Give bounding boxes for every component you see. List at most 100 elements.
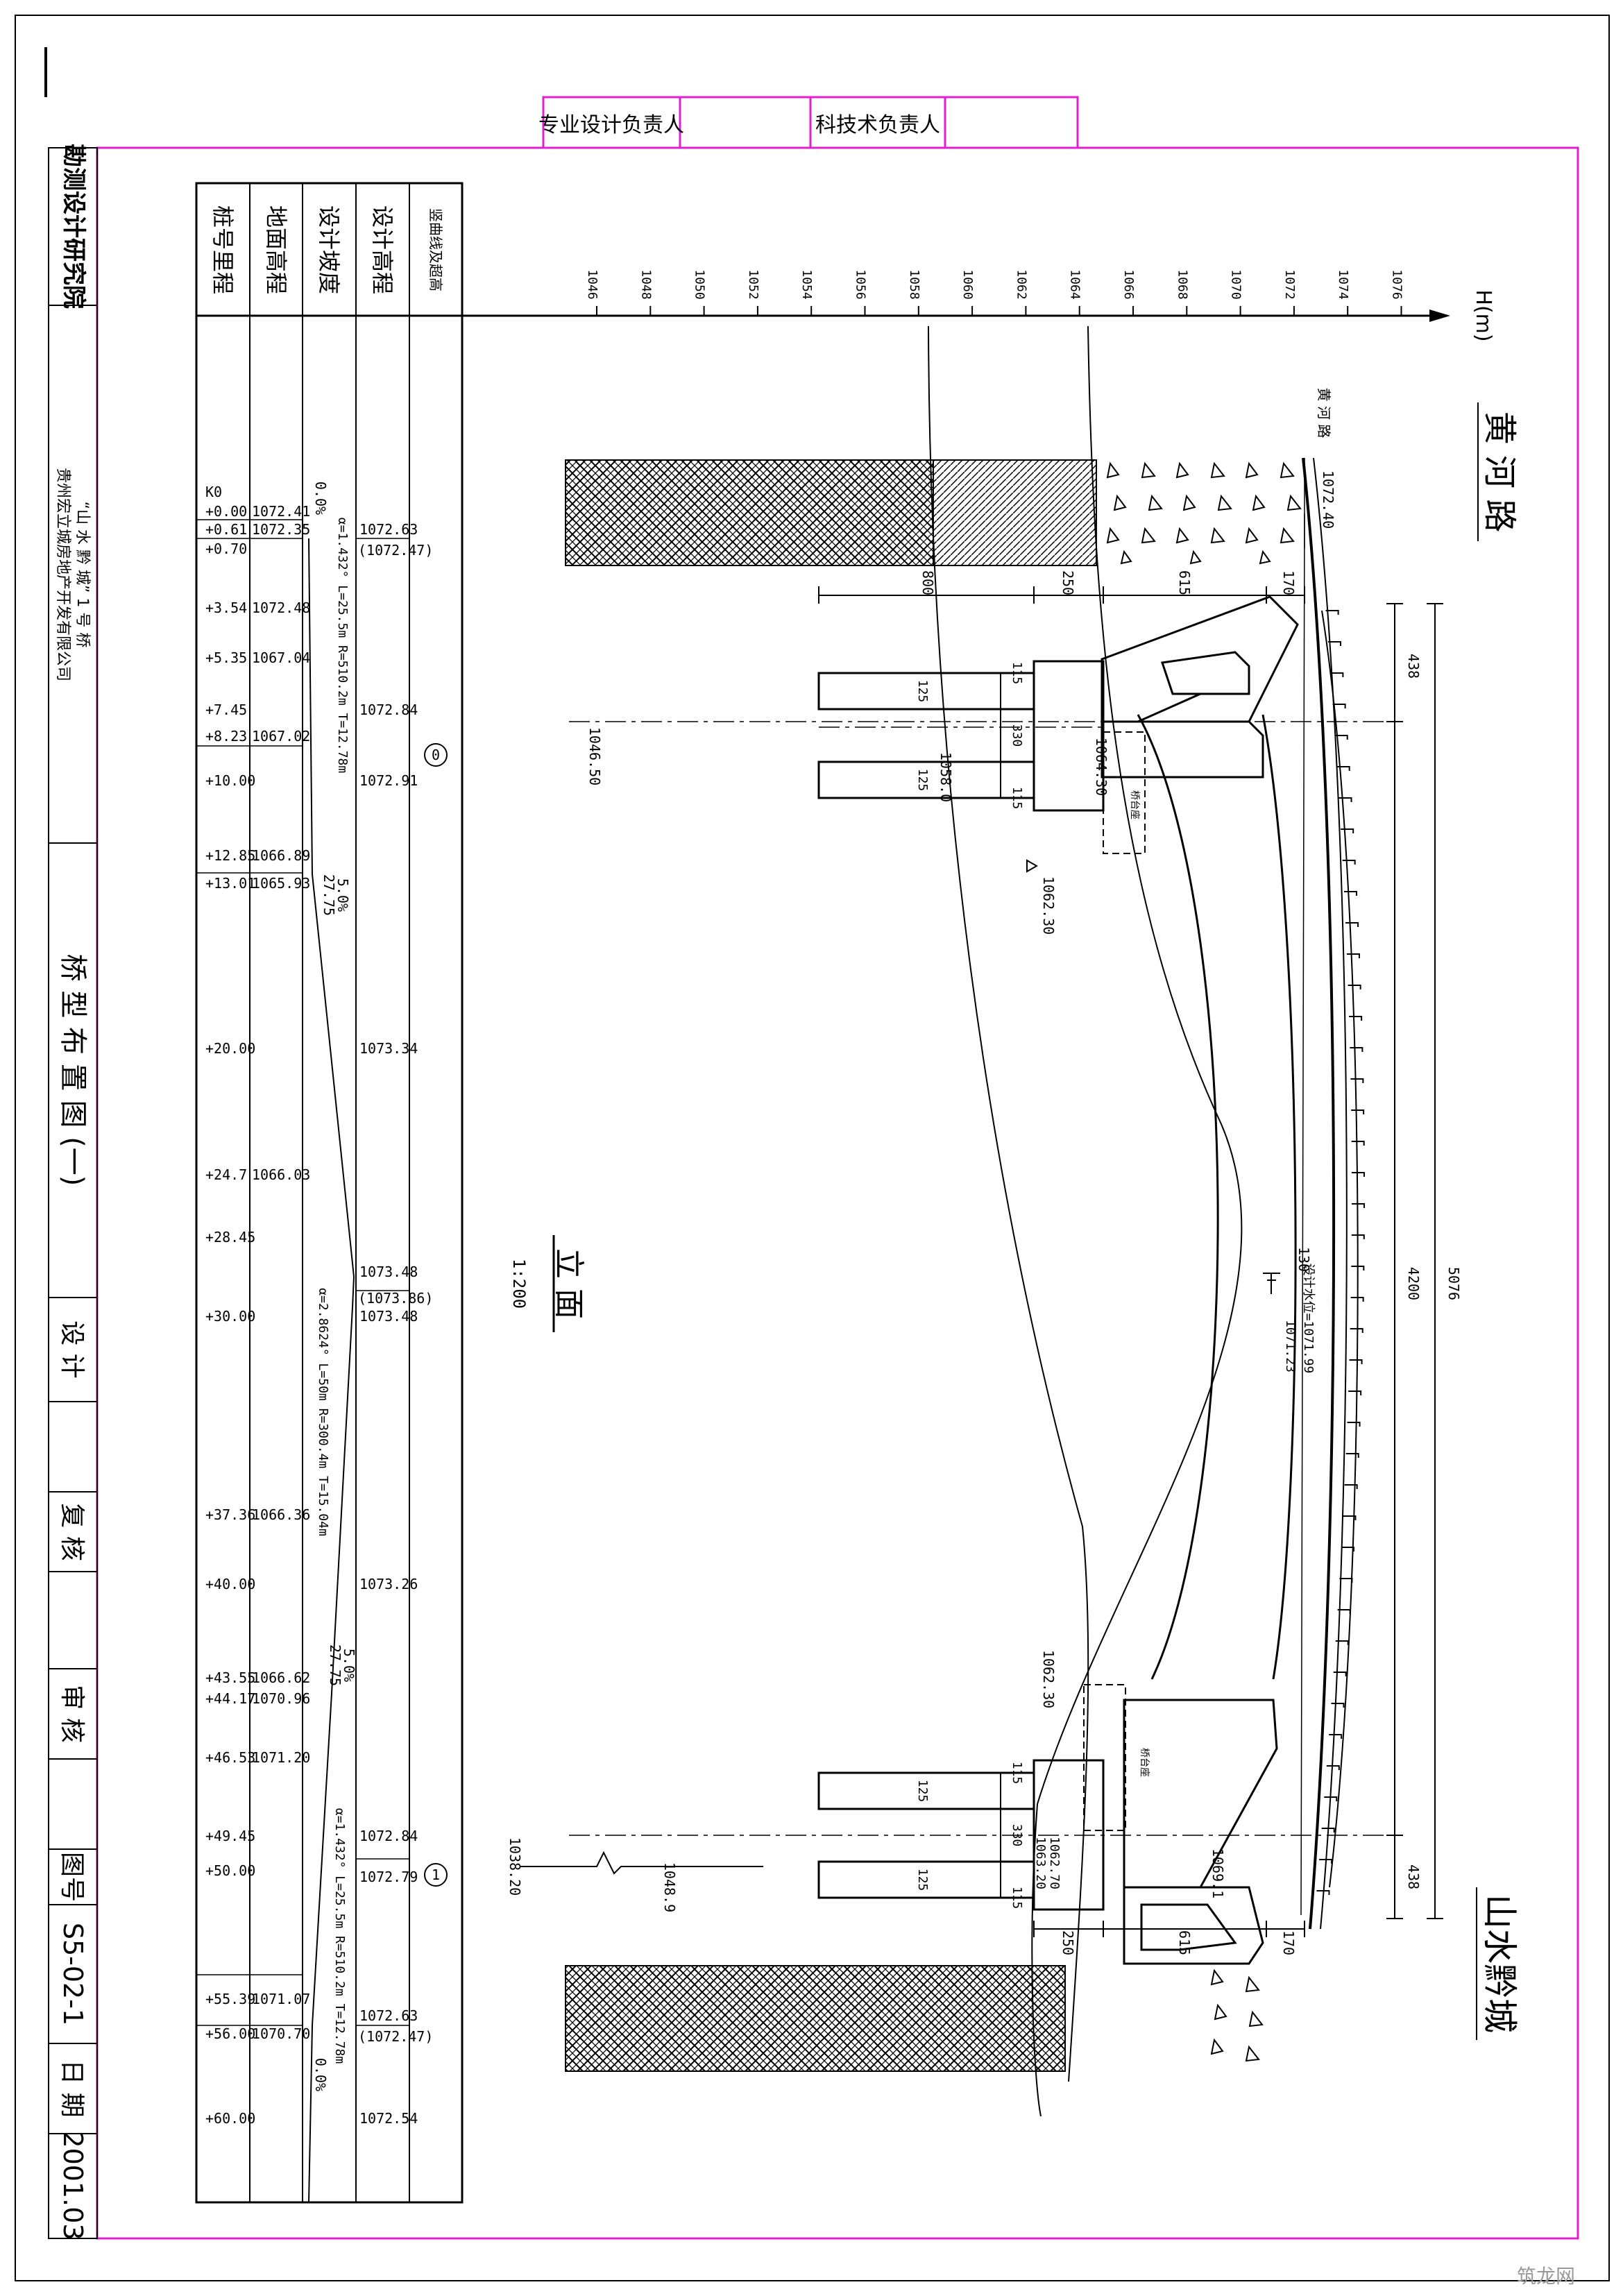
station-value: +40.00 bbox=[205, 1576, 255, 1592]
design-elev-value: 1072.54 bbox=[359, 2110, 418, 2127]
project-name: “山 水 黔 城” 1 号 桥 bbox=[74, 502, 91, 648]
outer-frame bbox=[15, 15, 1610, 2281]
design-elev-value: 1072.91 bbox=[359, 772, 418, 789]
elev-annotation: 1069.1 bbox=[1209, 1848, 1226, 1898]
abutment-1-seat bbox=[1083, 1684, 1126, 1831]
drawing-title: 桥 型 布 置 图 (一) bbox=[57, 954, 89, 1187]
railing-post bbox=[1342, 860, 1356, 865]
axis-tick-label: 1056 bbox=[853, 269, 868, 299]
abutment-1 bbox=[1123, 1699, 1278, 1965]
railing-post bbox=[1349, 1359, 1363, 1364]
row-label-ground-elev: 地面高程 bbox=[263, 205, 289, 294]
pier-mark-1-label: 1 bbox=[432, 1866, 440, 1883]
abutment-0-note: 桥台座 bbox=[1129, 790, 1140, 819]
dim-bottom-615: 615 bbox=[1176, 1930, 1193, 1955]
station-value: +20.00 bbox=[205, 1040, 255, 1057]
station-value: +60.00 bbox=[205, 2110, 255, 2127]
elev-annotation: 1046.50 bbox=[586, 727, 603, 785]
railing-post bbox=[1347, 1422, 1361, 1427]
axis-tick-label: 1062 bbox=[1014, 269, 1028, 299]
railing-post bbox=[1326, 1765, 1340, 1770]
drawing-no: S5-02-1 bbox=[58, 1923, 88, 2025]
road-name-top-small: 黄 河 路 bbox=[1316, 388, 1332, 439]
foundation-dim: 330 bbox=[1010, 1824, 1024, 1847]
station-value: +37.36 bbox=[205, 1506, 255, 1523]
foundation-dim: 125 bbox=[915, 769, 930, 792]
station-value: +3.54 bbox=[205, 599, 247, 616]
station-value: +0.00 bbox=[205, 503, 247, 520]
station-value: +44.17 bbox=[205, 1690, 255, 1707]
railing-post bbox=[1349, 1016, 1363, 1021]
railing-post bbox=[1346, 953, 1360, 958]
station-value: +30.00 bbox=[205, 1308, 255, 1325]
railing-posts bbox=[1316, 610, 1365, 1895]
design-elev-value: 1073.34 bbox=[359, 1040, 418, 1057]
foundation-dim: 125 bbox=[915, 680, 930, 703]
station-value: +0.61 bbox=[205, 521, 247, 538]
railing-post bbox=[1350, 1078, 1364, 1083]
railing-post bbox=[1351, 1172, 1365, 1177]
station-value: +55.39 bbox=[205, 1991, 255, 2007]
institute-name: 勘测设计研究院 bbox=[60, 144, 87, 309]
railing-post bbox=[1324, 1796, 1338, 1801]
grade-label: 27.75 bbox=[321, 874, 337, 916]
dim-side-438-top: 438 bbox=[1405, 654, 1422, 679]
drawing-no-label: 图号 bbox=[58, 1852, 86, 1902]
station-value: +12.85 bbox=[205, 847, 255, 864]
ground-elev-value: 1065.93 bbox=[252, 875, 310, 892]
row-label-vertical-curve: 竖曲线及超高 bbox=[427, 208, 444, 291]
elev-annotation: 1071.23 bbox=[1283, 1320, 1298, 1372]
approval-strip: 专业设计负责人 科技术负责人 bbox=[538, 96, 1079, 149]
railing-post bbox=[1351, 1141, 1365, 1146]
dim-top-170: 170 bbox=[1280, 570, 1297, 595]
row-label-grade: 设计坡度 bbox=[316, 205, 342, 294]
railing-post bbox=[1351, 1234, 1365, 1239]
dim-bottom-170: 170 bbox=[1280, 1930, 1297, 1955]
axis-tick-label: 1076 bbox=[1390, 269, 1404, 299]
grade-line bbox=[308, 538, 355, 2203]
axis-tick-label: 1064 bbox=[1068, 269, 1082, 299]
abutment-1-note: 桥台座 bbox=[1139, 1748, 1150, 1777]
date-value: 2001.03 bbox=[58, 2131, 88, 2240]
railing-post bbox=[1341, 828, 1354, 833]
station-value: +46.53 bbox=[205, 1749, 255, 1766]
bridge-deck bbox=[1300, 457, 1348, 1930]
railing-post bbox=[1350, 1047, 1363, 1052]
elev-annotation: 1072.40 bbox=[1320, 470, 1336, 529]
railing-post bbox=[1321, 1828, 1335, 1832]
axis-tick-label: 1060 bbox=[960, 269, 975, 299]
railing-post bbox=[1348, 1391, 1362, 1395]
design-elev-value: 1073.48 bbox=[359, 1308, 418, 1325]
railing-post bbox=[1350, 1328, 1363, 1333]
railing-post bbox=[1328, 641, 1342, 646]
terrain-bottom bbox=[565, 1965, 1066, 2072]
dim-side-4200: 4200 bbox=[1405, 1267, 1422, 1300]
dimension-texts: 800 250 615 170 250 615 170 438 4200 438… bbox=[915, 570, 1462, 1955]
grade-label: 5.0% bbox=[341, 1649, 357, 1682]
railing-post bbox=[1329, 1734, 1343, 1739]
railing-post bbox=[1331, 1703, 1345, 1708]
axis-tick-label: 1052 bbox=[746, 269, 760, 299]
grade-label: 27.75 bbox=[327, 1644, 343, 1686]
foundation-dim: 125 bbox=[915, 1869, 930, 1891]
railing-post bbox=[1343, 1515, 1357, 1520]
axis-tick-label: 1058 bbox=[907, 269, 921, 299]
railing-post bbox=[1341, 1547, 1355, 1551]
railing-post bbox=[1334, 735, 1348, 740]
ground-elev-value: 1066.03 bbox=[252, 1166, 310, 1183]
railing-post bbox=[1351, 1203, 1365, 1208]
railing-post bbox=[1344, 1484, 1358, 1489]
terrain-top bbox=[565, 459, 1097, 566]
foundation-dim: 330 bbox=[1010, 724, 1024, 747]
axis-tick-label: 1066 bbox=[1121, 269, 1136, 299]
dim-bottom-250: 250 bbox=[1060, 1930, 1076, 1955]
design-elev-value: (1072.47) bbox=[358, 542, 433, 559]
foundation-dim: 115 bbox=[1010, 1887, 1024, 1910]
dim-side-5076: 5076 bbox=[1445, 1267, 1462, 1300]
rubble-fill-bottom bbox=[1210, 1968, 1264, 2062]
centerlines bbox=[569, 721, 1388, 1836]
arch-ring bbox=[1137, 714, 1297, 1680]
station-value: +5.35 bbox=[205, 649, 247, 666]
axis-label: H(m) bbox=[1471, 289, 1495, 341]
